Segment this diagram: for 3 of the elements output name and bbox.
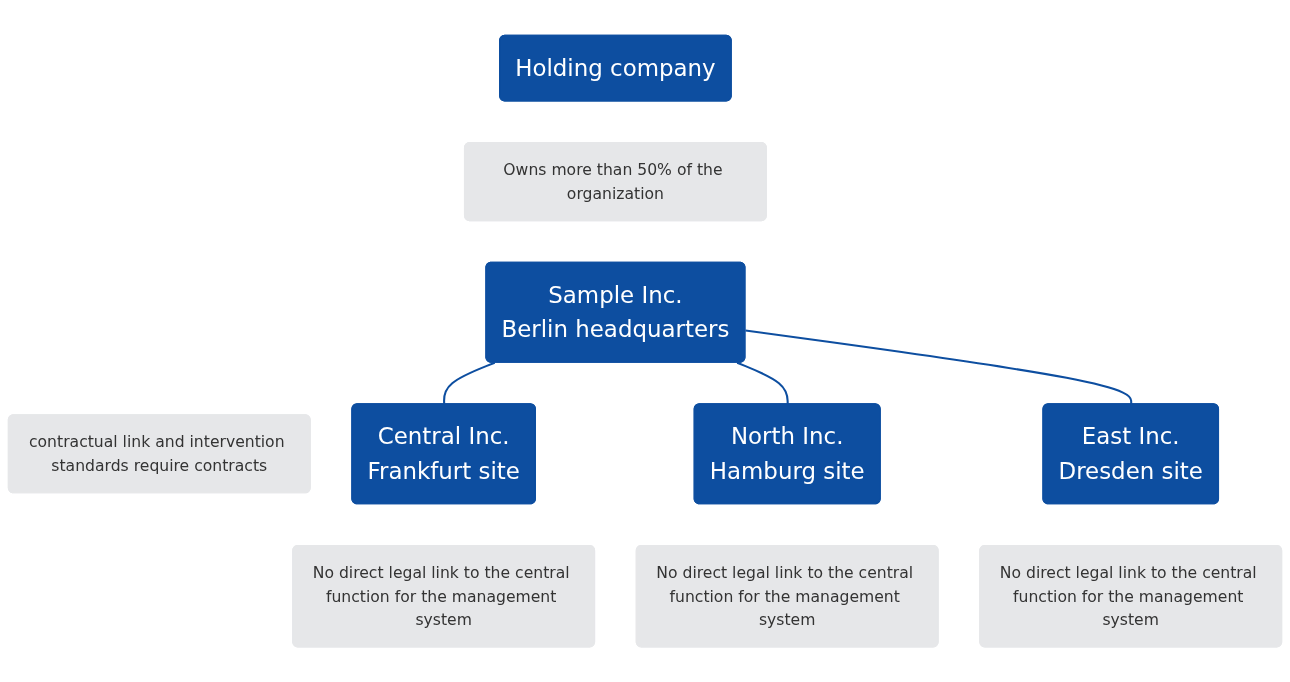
connector xyxy=(736,361,789,405)
connector xyxy=(443,361,496,405)
connector xyxy=(745,329,1133,405)
